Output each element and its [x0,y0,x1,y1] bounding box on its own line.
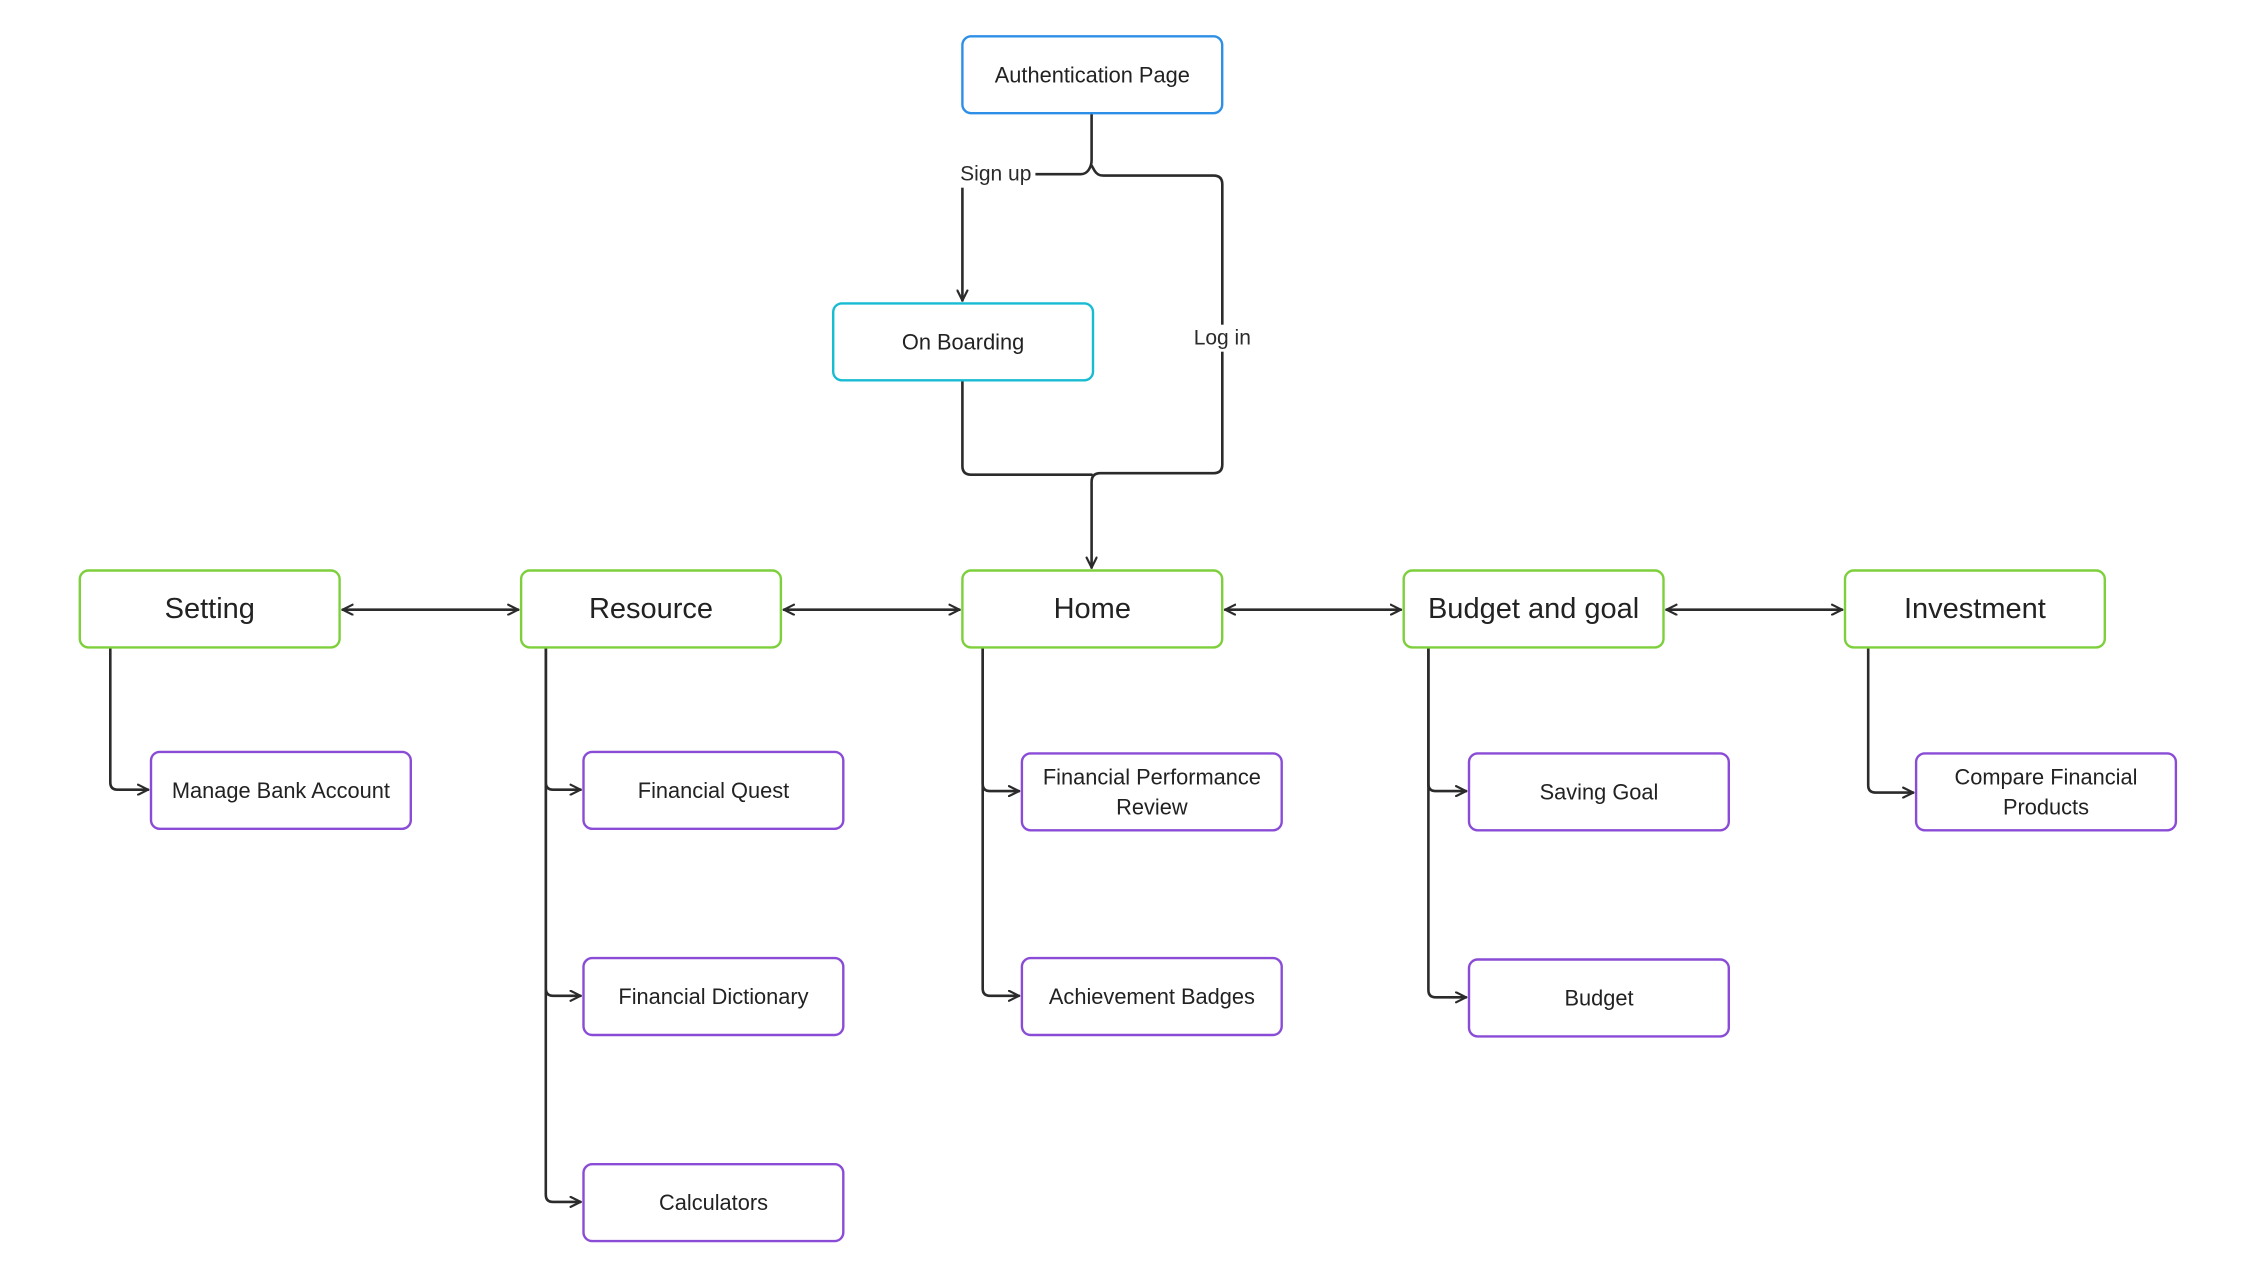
node-budget-and-goal-label: Budget and goal [1428,593,1639,625]
node-home-label: Home [1054,593,1131,625]
node-achievement-badges: Achievement Badges [1020,956,1283,1037]
node-calculators-box [582,1162,845,1243]
edge-onboarding-home [961,379,1093,476]
node-budget-and-goal-box [1402,569,1665,649]
node-budget-box [1467,958,1730,1038]
node-calculators-label: Calculators [659,1190,768,1215]
node-financial-performance-review-label-line-2: Review [1116,794,1188,819]
node-authentication-page: Authentication Page [961,35,1224,115]
node-home-box [961,569,1224,649]
node-compare-financial-products-box [1914,752,2178,832]
edge-budget-saving [1427,646,1468,791]
node-manage-bank-account: Manage Bank Account [149,750,412,831]
node-achievement-badges-box [1020,956,1283,1037]
connectors [109,111,1915,1202]
connector-labels: Sign up Log in [956,160,1255,352]
node-setting-box [78,569,341,649]
node-financial-quest-label: Financial Quest [638,778,789,803]
node-authentication-page-box [961,35,1224,115]
node-on-boarding: On Boarding [832,302,1095,382]
node-resource: Resource [519,569,783,649]
edge-resource-dictionary [544,646,582,995]
edge-budget-budget [1427,646,1468,997]
node-budget: Budget [1467,958,1730,1038]
node-home: Home [961,569,1224,649]
node-financial-quest-box [582,750,845,831]
node-financial-quest: Financial Quest [582,750,845,831]
edge-login [1092,164,1224,569]
node-resource-box [519,569,783,649]
node-authentication-page-label: Authentication Page [995,62,1190,87]
node-financial-dictionary-box [582,956,845,1037]
node-investment-box [1843,569,2106,649]
node-on-boarding-box [832,302,1095,382]
edge-home-badges [981,646,1021,995]
edge-setting-manage-bank [109,646,150,789]
node-investment-label: Investment [1904,593,2046,625]
edge-resource-calculators [544,646,582,1202]
node-compare-financial-products-label-line-2: Products [2003,794,2089,819]
node-resource-label: Resource [589,593,713,625]
node-setting: Setting [78,569,341,649]
edge-investment-compare [1866,646,1915,792]
node-setting-label: Setting [165,593,255,625]
node-calculators: Calculators [582,1162,845,1243]
node-compare-financial-products-label-line-1: Compare Financial [1955,764,2138,789]
node-financial-performance-review-label-line-1: Financial Performance [1043,764,1261,789]
label-log-in: Log in [1189,324,1255,352]
edge-home-review [981,646,1021,791]
node-investment: Investment [1843,569,2106,649]
node-manage-bank-account-label: Manage Bank Account [172,778,390,803]
label-sign-up-background [956,160,1036,188]
node-financial-dictionary-label: Financial Dictionary [618,984,808,1009]
label-log-in-background [1189,324,1255,352]
node-financial-dictionary: Financial Dictionary [582,956,845,1037]
label-sign-up: Sign up [956,160,1036,188]
edge-resource-quest [544,646,582,789]
node-financial-performance-review-box [1020,752,1283,832]
node-manage-bank-account-box [149,750,412,831]
label-log-in-text: Log in [1194,327,1251,350]
node-saving-goal-label: Saving Goal [1540,779,1659,804]
node-achievement-badges-label: Achievement Badges [1049,984,1255,1009]
label-sign-up-text: Sign up [960,163,1031,186]
node-saving-goal-box [1467,752,1730,832]
edge-signup [962,111,1093,302]
node-budget-label: Budget [1564,986,1633,1011]
node-saving-goal: Saving Goal [1467,752,1730,832]
node-budget-and-goal: Budget and goal [1402,569,1665,649]
node-on-boarding-label: On Boarding [902,329,1024,354]
